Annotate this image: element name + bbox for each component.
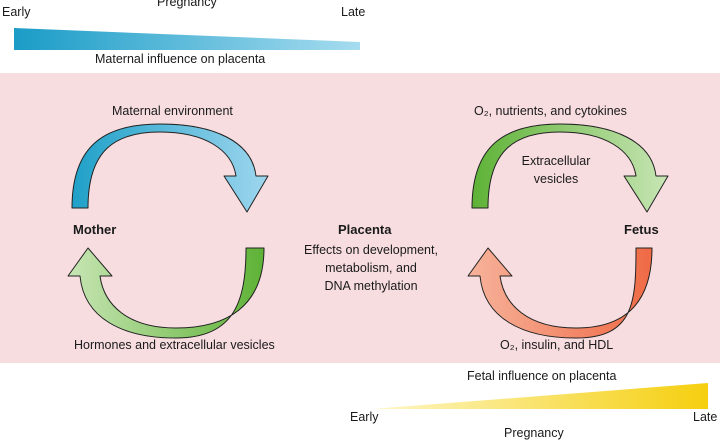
fetal-early-label: Early <box>350 410 379 424</box>
insulin-arrow <box>467 247 653 339</box>
nutrients-arrow <box>471 123 669 213</box>
extracellular-line2: vesicles <box>533 172 579 186</box>
fetal-pregnancy-label: Pregnancy <box>504 426 564 440</box>
maternal-early-label: Early <box>2 5 31 19</box>
maternal-late-label: Late <box>341 5 366 19</box>
hormones-arrow <box>67 247 265 339</box>
maternal-pregnancy-label: Pregnancy <box>157 0 217 9</box>
extracellular-line1: Extracellular <box>521 154 591 168</box>
fetus-label: Fetus <box>624 222 659 237</box>
fetal-influence-wedge <box>372 383 708 409</box>
maternal-influence-wedge <box>14 28 360 50</box>
extracellular-vesicles-label: Extracellular vesicles <box>508 152 604 188</box>
placenta-effects: Effects on development, metabolism, and … <box>286 241 456 295</box>
fetal-influence-caption: Fetal influence on placenta <box>467 369 617 383</box>
hormones-label: Hormones and extracellular vesicles <box>74 338 275 352</box>
nutrients-label: O₂, nutrients, and cytokines <box>474 104 627 118</box>
insulin-label: O₂, insulin, and HDL <box>500 338 614 352</box>
mother-label: Mother <box>73 222 117 237</box>
maternal-environment-arrow <box>71 123 269 213</box>
maternal-environment-label: Maternal environment <box>112 104 233 118</box>
placenta-title: Placenta <box>338 222 392 237</box>
placenta-effects-line2: metabolism, and <box>325 261 417 275</box>
placenta-effects-line3: DNA methylation <box>324 279 418 293</box>
maternal-influence-caption: Maternal influence on placenta <box>95 52 266 66</box>
fetal-late-label: Late <box>693 410 718 424</box>
placenta-effects-line1: Effects on development, <box>304 243 438 257</box>
